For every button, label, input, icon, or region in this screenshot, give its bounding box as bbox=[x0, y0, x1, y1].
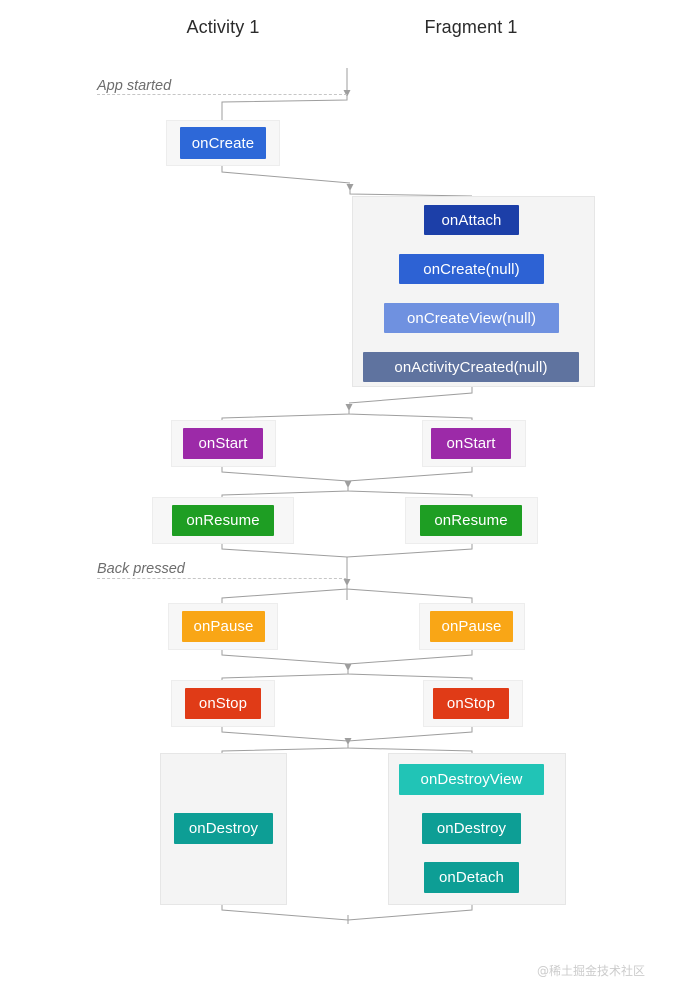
wire-destroy-right-converge bbox=[347, 905, 473, 921]
column-title-fragment: Fragment 1 bbox=[424, 17, 518, 37]
wire-to-fragment-onstart bbox=[348, 410, 473, 420]
wire-to-fragment-onresume bbox=[347, 487, 473, 497]
chip-fragment-onpause[interactable]: onPause bbox=[430, 611, 513, 642]
chip-fragment-oncreate-null[interactable]: onCreate(null) bbox=[399, 254, 544, 284]
column-title-activity: Activity 1 bbox=[186, 17, 260, 37]
wire-onstart-left-converge bbox=[221, 467, 349, 482]
wire-onresume-right-converge bbox=[346, 544, 473, 558]
watermark: @稀土掘金技术社区 bbox=[537, 964, 646, 978]
wire-onresume-left-converge bbox=[221, 544, 348, 558]
chip-fragment-ondestroy[interactable]: onDestroy bbox=[422, 813, 521, 844]
wire-onstop-left-converge bbox=[221, 727, 349, 742]
wire-to-activity-onstop bbox=[221, 670, 349, 680]
wire-to-activity-onresume bbox=[221, 487, 349, 497]
chip-fragment-ondetach[interactable]: onDetach bbox=[424, 862, 519, 893]
chip-fragment-oncreateview-null[interactable]: onCreateView(null) bbox=[384, 303, 559, 333]
chip-fragment-onstop[interactable]: onStop bbox=[433, 688, 509, 719]
wire-onpause-right-converge bbox=[347, 650, 473, 665]
wire-to-fragment-destroy bbox=[347, 744, 473, 753]
wire-to-fragment-onpause bbox=[346, 585, 473, 603]
wire-to-activity-ondestroy bbox=[221, 744, 349, 753]
chip-activity-ondestroy[interactable]: onDestroy bbox=[174, 813, 273, 844]
chip-fragment-onresume[interactable]: onResume bbox=[420, 505, 522, 536]
chip-activity-oncreate[interactable]: onCreate bbox=[180, 127, 266, 159]
wire-oncreate-converge bbox=[221, 166, 351, 184]
event-label-app-started: App started bbox=[97, 78, 172, 94]
wire-to-activity-onpause bbox=[221, 585, 348, 603]
chip-activity-onstop[interactable]: onStop bbox=[185, 688, 261, 719]
wire-onstart-right-converge bbox=[347, 467, 473, 482]
chip-fragment-onactivitycreated-null[interactable]: onActivityCreated(null) bbox=[363, 352, 579, 382]
wire-fragcreate-converge bbox=[348, 387, 473, 404]
wire-to-fragment-onstop bbox=[347, 670, 473, 680]
chip-activity-onstart[interactable]: onStart bbox=[183, 428, 263, 459]
chip-activity-onresume[interactable]: onResume bbox=[172, 505, 274, 536]
back-pressed-dash bbox=[97, 578, 347, 579]
wire-destroy-left-converge bbox=[221, 905, 349, 921]
wire-to-activity-onstart bbox=[221, 410, 350, 420]
chip-fragment-onstart[interactable]: onStart bbox=[431, 428, 511, 459]
wire-onstop-right-converge bbox=[347, 727, 473, 742]
chip-activity-onpause[interactable]: onPause bbox=[182, 611, 265, 642]
wire-onpause-left-converge bbox=[221, 650, 349, 665]
chip-fragment-ondestroyview[interactable]: onDestroyView bbox=[399, 764, 544, 795]
wire-appstart-to-oncreate bbox=[221, 96, 348, 120]
chip-fragment-onattach[interactable]: onAttach bbox=[424, 205, 519, 235]
app-started-dash bbox=[97, 94, 347, 95]
event-label-back-pressed: Back pressed bbox=[97, 561, 185, 577]
